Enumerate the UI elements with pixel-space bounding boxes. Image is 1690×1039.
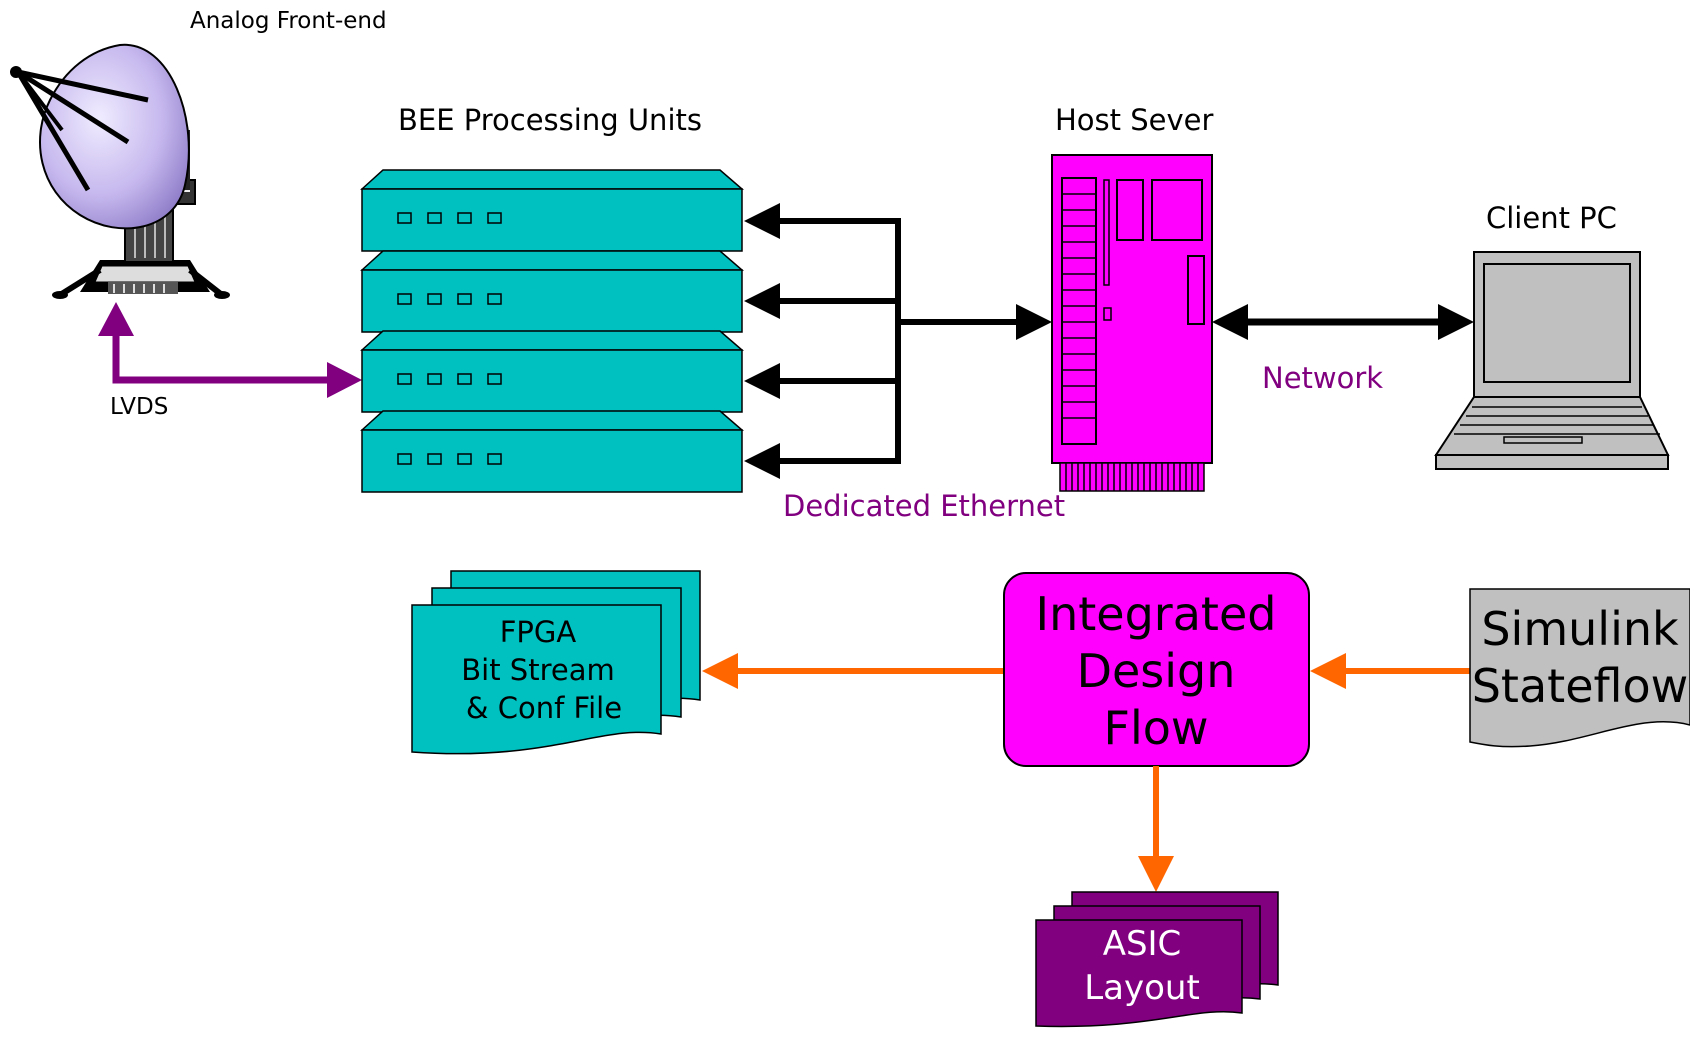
ethernet-arrows [744, 203, 1052, 479]
asic-line-1: ASIC [1103, 924, 1182, 964]
design-flow-line-2: Design [1077, 644, 1236, 698]
fpga-line-1: FPGA [500, 615, 577, 649]
bee-processing-units [360, 169, 745, 493]
client-pc-icon [1434, 251, 1670, 470]
lvds-label: LVDS [110, 394, 168, 420]
bee-unit-1 [360, 169, 745, 252]
lvds-arrow [98, 302, 362, 398]
design-to-fpga-arrow [702, 653, 1004, 689]
design-flow-line-1: Integrated [1036, 587, 1277, 641]
bee-unit-2 [360, 250, 745, 333]
integrated-design-flow-box: Integrated Design Flow [1003, 572, 1310, 767]
asic-line-2: Layout [1084, 968, 1200, 1008]
simulink-to-design-arrow [1310, 653, 1470, 689]
simulink-stateflow-document: Simulink Stateflow [1469, 588, 1690, 748]
dedicated-ethernet-label: Dedicated Ethernet [783, 489, 1065, 523]
design-to-asic-arrow [1138, 766, 1174, 892]
asic-layout-document: ASIC Layout [1035, 891, 1279, 1028]
network-arrow [1212, 304, 1474, 340]
fpga-line-3: & Conf File [466, 691, 622, 725]
bee-unit-4 [360, 410, 745, 493]
simulink-line-2: Stateflow [1472, 659, 1689, 713]
design-flow-line-3: Flow [1103, 701, 1208, 755]
bee-units-label: BEE Processing Units [398, 103, 702, 137]
host-server-icon [1051, 154, 1213, 492]
client-pc-label: Client PC [1486, 201, 1617, 235]
satellite-dish-icon [10, 43, 230, 299]
bee-unit-3 [360, 330, 745, 413]
network-label: Network [1262, 361, 1383, 395]
host-server-label: Host Sever [1055, 103, 1214, 137]
analog-frontend-label: Analog Front-end [190, 8, 387, 34]
fpga-line-2: Bit Stream [461, 653, 614, 687]
simulink-line-1: Simulink [1481, 602, 1679, 656]
fpga-bitstream-document: FPGA Bit Stream & Conf File [411, 570, 701, 755]
